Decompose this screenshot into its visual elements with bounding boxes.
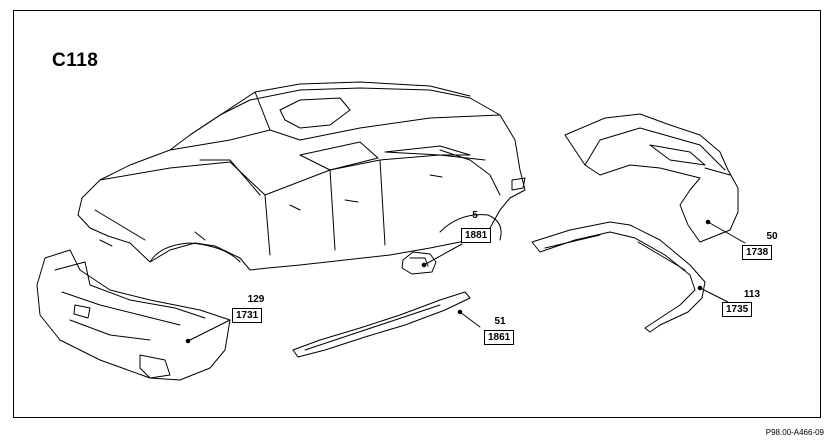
part-code-1735: 1735 [722,302,753,317]
figure-reference: P98.00-A466-09 [765,428,824,437]
part-item-5: 5 [472,210,478,221]
mirror-part [401,243,463,275]
side-skirt [292,291,481,358]
part-code-1731: 1731 [232,308,263,323]
front-bumper [36,249,231,381]
model-title: C118 [52,50,99,71]
car-body [77,81,526,271]
part-item-113: 113 [743,289,761,300]
diagram-frame [13,10,821,418]
part-code-1738: 1738 [742,245,773,260]
rear-bumper-cover [564,113,746,244]
part-code-1861: 1861 [484,330,515,345]
part-item-50: 50 [766,231,778,242]
part-code-1881: 1881 [461,228,492,243]
part-item-129: 129 [247,294,265,305]
rear-diffuser [531,221,729,333]
part-item-51: 51 [494,316,506,327]
